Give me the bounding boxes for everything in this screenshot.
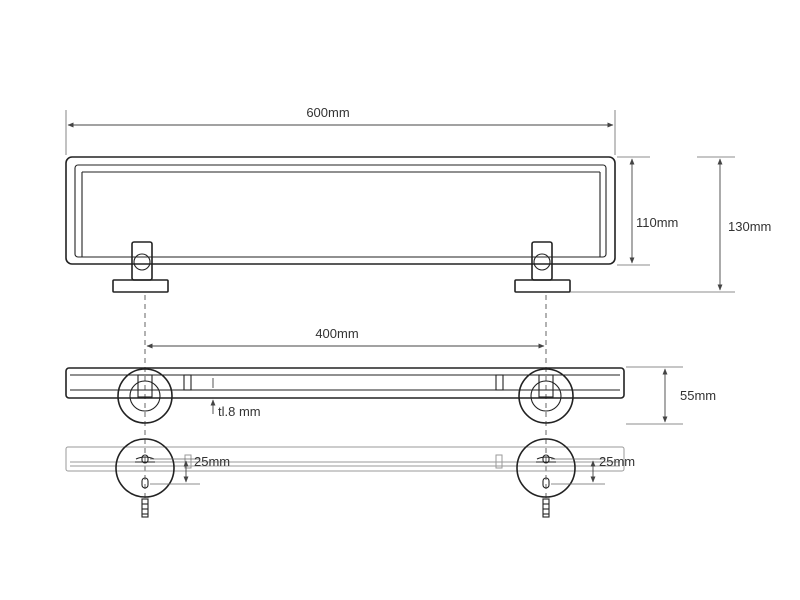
screw-offset-left-label: 25mm bbox=[194, 454, 230, 469]
mounting-view: 25mm 25mm bbox=[65, 438, 635, 518]
screw-offset-right-label: 25mm bbox=[599, 454, 635, 469]
height-total-label: 130mm bbox=[728, 219, 771, 234]
faint-shelf-outline bbox=[65, 446, 625, 472]
rail-post-right bbox=[495, 374, 504, 391]
front-view: 600mm 110mm 130mm bbox=[65, 105, 771, 293]
depth-label: 55mm bbox=[680, 388, 716, 403]
right-bracket-front bbox=[514, 241, 571, 293]
rail-post-left bbox=[183, 374, 192, 391]
right-wall-plate bbox=[516, 438, 576, 498]
overall-width-label: 600mm bbox=[306, 105, 349, 120]
right-mount-top bbox=[518, 368, 574, 424]
left-mount-top bbox=[117, 368, 173, 424]
glass-thickness-label: tl.8 mm bbox=[218, 404, 261, 419]
left-screw bbox=[141, 498, 149, 518]
left-wall-plate bbox=[115, 438, 175, 498]
mount-spacing-label: 400mm bbox=[315, 326, 358, 341]
left-bracket-front bbox=[112, 241, 169, 293]
rail-frame-inner bbox=[74, 164, 607, 258]
right-screw bbox=[542, 498, 550, 518]
rail-frame-outer bbox=[65, 156, 616, 265]
top-view: 400mm tl.8 mm 55mm bbox=[65, 326, 716, 425]
height-inner-label: 110mm bbox=[636, 215, 678, 230]
glass-shelf-outer bbox=[65, 367, 625, 399]
